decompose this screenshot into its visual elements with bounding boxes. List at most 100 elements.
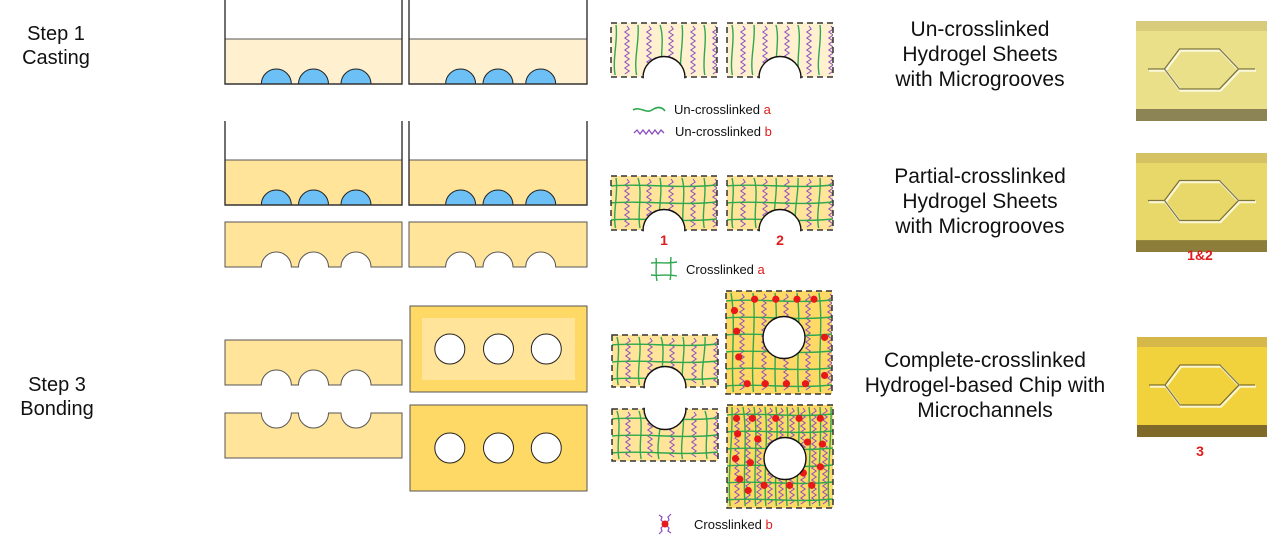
crosslink-b-node xyxy=(820,371,829,380)
chain-a xyxy=(751,24,755,76)
crosslink-b-node xyxy=(782,380,791,388)
crosslink-b-node xyxy=(732,414,741,422)
description-line: with Microgrooves xyxy=(895,68,1065,91)
step-1-title: Casting xyxy=(22,47,90,69)
mold-bump xyxy=(260,68,292,85)
description-complete-crosslinked: Complete-crosslinked Hydrogel-based Chip… xyxy=(840,348,1130,423)
microchannel-hole xyxy=(483,333,514,365)
mold-bump xyxy=(340,189,372,206)
tile-dashed-border xyxy=(726,404,834,509)
step-3-label: Step 3 Bonding xyxy=(12,373,102,421)
mold-bump xyxy=(445,189,477,206)
crosslink-b-node xyxy=(736,475,744,483)
mold-bump xyxy=(445,68,477,85)
casting-container-2b xyxy=(408,121,588,206)
chain-b xyxy=(805,25,813,75)
chain-a-crosslink xyxy=(612,343,718,347)
chain-a-crosslink xyxy=(727,481,833,485)
tile-partial-1 xyxy=(610,175,718,232)
legend-tag: b xyxy=(764,124,772,139)
tile-bonding-bottom xyxy=(611,407,719,462)
channel-cutout xyxy=(763,436,807,481)
crosslink-b-node xyxy=(808,481,816,489)
chain-b xyxy=(821,407,829,505)
legend-text: Un-crosslinked xyxy=(675,124,765,139)
chain-b xyxy=(760,293,768,391)
chip-complete-crosslinked xyxy=(1137,337,1267,437)
chain-b xyxy=(810,407,818,505)
description-line: Hydrogel Sheets xyxy=(902,190,1058,213)
crosslink-b-node xyxy=(816,463,824,471)
container-wall xyxy=(224,0,403,85)
legend-text: Crosslinked xyxy=(694,516,766,532)
legend-tag: a xyxy=(763,102,771,117)
crosslinked-b-icon xyxy=(658,513,672,535)
chain-b xyxy=(624,337,632,384)
chain-a xyxy=(742,406,746,507)
chain-b xyxy=(804,293,812,391)
chip-top-edge xyxy=(1136,21,1267,31)
crosslink-b-node xyxy=(730,306,739,315)
crosslink-b-node xyxy=(731,454,740,463)
chain-b xyxy=(755,407,763,505)
chain-b xyxy=(624,411,632,458)
tile-partial-2 xyxy=(726,175,834,232)
mold-bump xyxy=(340,68,372,85)
legend-text: Un-crosslinked xyxy=(674,102,764,117)
step-1-label: Step 1 Casting xyxy=(20,22,92,70)
microchannel-hole xyxy=(434,432,466,464)
chain-b xyxy=(827,25,833,75)
legend-uncrosslinked-b: Un-crosslinked b xyxy=(633,124,772,139)
chain-b xyxy=(739,25,747,75)
chip-top-edge xyxy=(1136,153,1267,163)
step-3-number: Step 3 xyxy=(28,374,86,396)
description-line: Microchannels xyxy=(917,399,1053,422)
legend-tag: b xyxy=(765,516,773,532)
tile-bonded-partial xyxy=(725,290,833,395)
legend-tag: a xyxy=(757,261,765,277)
description-partial-crosslinked: Partial-crosslinked Hydrogel Sheets with… xyxy=(855,164,1105,239)
chain-a-crosslink xyxy=(726,367,832,371)
casting-container-1a xyxy=(224,0,403,85)
legend-text: Crosslinked xyxy=(686,261,758,277)
groove-cutout xyxy=(643,407,687,431)
chain-a-icon xyxy=(632,106,666,112)
microchannel-hole xyxy=(530,333,562,365)
crosslink-b-node xyxy=(810,295,818,303)
chain-a xyxy=(818,292,822,393)
crosslink-b-node xyxy=(785,481,794,489)
microchannel-hole xyxy=(483,432,514,464)
chain-b-icon xyxy=(633,128,665,135)
crosslinked-a-icon xyxy=(650,256,678,282)
chip-bottom-edge xyxy=(1136,240,1267,252)
container-wall xyxy=(408,121,588,206)
chain-a-crosslink xyxy=(727,498,833,502)
description-line: Un-crosslinked xyxy=(910,18,1050,41)
tile-label-1: 1 xyxy=(660,232,668,248)
description-line: Hydrogel Sheets xyxy=(902,43,1058,66)
chip-top-edge xyxy=(1137,337,1267,347)
crosslink-b-node xyxy=(733,327,741,335)
chain-a xyxy=(637,177,641,229)
chain-a xyxy=(808,406,812,507)
container-wall xyxy=(408,0,588,85)
step-1-number: Step 1 xyxy=(27,23,85,45)
mold-bump xyxy=(297,189,330,206)
mold-bump xyxy=(260,189,292,206)
description-uncrosslinked: Un-crosslinked Hydrogel Sheets with Micr… xyxy=(855,17,1105,92)
bonding-sheet-bottom xyxy=(224,412,403,459)
chain-a xyxy=(701,336,706,386)
chain-a xyxy=(728,406,733,507)
tile-bonded-complete xyxy=(726,404,834,509)
bonded-chip-partial xyxy=(409,305,588,393)
microchannel-hole xyxy=(530,432,562,464)
mold-bump xyxy=(525,189,557,206)
chain-a-crosslink xyxy=(726,384,832,388)
microchannel-hole xyxy=(434,333,466,365)
chain-a xyxy=(703,24,707,76)
chip-label-3: 3 xyxy=(1196,443,1204,459)
microchannel-path xyxy=(1148,48,1255,90)
crosslink-b-node xyxy=(795,414,803,422)
chain-b xyxy=(711,25,717,75)
chip-label-1-2: 1&2 xyxy=(1187,247,1213,263)
